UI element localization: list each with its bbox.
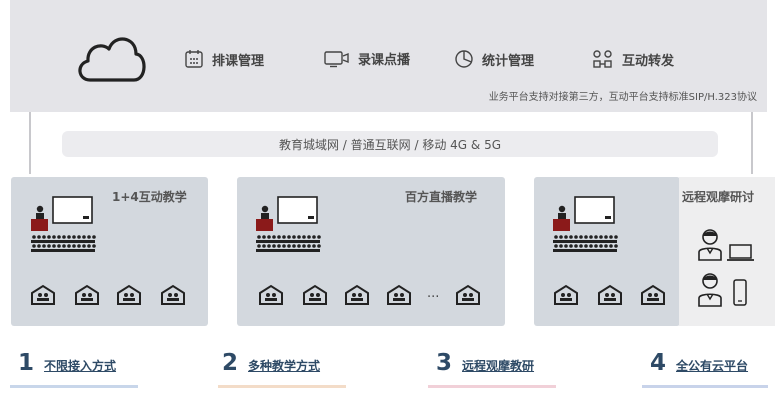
service-statistics: 统计管理 — [454, 49, 534, 69]
classroom-icon — [31, 196, 96, 252]
cloud-icon — [78, 37, 146, 82]
classroom-icon — [256, 196, 321, 252]
share-nodes-icon — [593, 50, 612, 68]
remote-classroom-icon — [554, 284, 578, 305]
panel-title: 远程观摩研讨 — [682, 190, 755, 204]
feature-remote-observation: 3 远程观摩教研 — [436, 352, 534, 375]
person-phone-icon — [698, 273, 747, 307]
service-label: 录课点播 — [358, 53, 411, 68]
remote-classroom-icon — [345, 284, 369, 305]
feature-label: 远程观摩教研 — [462, 359, 535, 373]
service-recording-vod: 录课点播 — [324, 49, 410, 68]
more-classrooms-ellipsis: ... — [427, 286, 440, 301]
calendar-icon — [185, 50, 203, 68]
remote-classroom-icon — [598, 284, 622, 305]
feature-unlimited-access: 1 不限接入方式 — [18, 352, 116, 375]
cloud-platform-band — [10, 0, 767, 112]
remote-classroom-icon — [641, 284, 665, 305]
feature-underline — [218, 385, 346, 388]
platform-note: 业务平台支持对接第三方，互动平台支持标准SIP/H.323协议 — [488, 92, 757, 103]
feature-number: 3 — [436, 350, 453, 376]
feature-label: 多种教学方式 — [248, 359, 321, 373]
service-interactive-forward: 互动转发 — [592, 49, 674, 69]
feature-public-cloud: 4 全公有云平台 — [650, 352, 748, 375]
feature-number: 1 — [18, 350, 35, 376]
remote-classroom-icon — [75, 284, 99, 305]
remote-classroom-icon — [456, 284, 480, 305]
pie-chart-icon — [455, 50, 473, 68]
connector-line-left — [29, 112, 31, 174]
feature-teaching-modes: 2 多种教学方式 — [222, 352, 320, 375]
service-label: 统计管理 — [482, 53, 535, 69]
person-laptop-icon — [698, 229, 754, 261]
remote-classroom-icon — [117, 284, 141, 305]
feature-label: 不限接入方式 — [44, 359, 117, 373]
classroom-icon — [553, 196, 618, 252]
network-label: 教育城域网 / 普通互联网 / 移动 4G & 5G — [278, 137, 501, 152]
panel-remote-observation-side — [679, 177, 775, 326]
feature-number: 2 — [222, 350, 239, 376]
feature-number: 4 — [650, 350, 667, 376]
panel-title: 百方直播教学 — [405, 190, 478, 204]
feature-underline — [10, 385, 138, 388]
remote-classroom-icon — [303, 284, 327, 305]
feature-underline — [428, 385, 556, 388]
panel-title: 1+4互动教学 — [112, 190, 187, 204]
service-label: 互动转发 — [622, 53, 675, 69]
service-label: 排课管理 — [212, 53, 265, 69]
remote-classroom-icon — [31, 284, 55, 305]
remote-classroom-icon — [387, 284, 411, 305]
monitor-icon — [324, 50, 349, 67]
connector-line-right — [751, 112, 753, 174]
service-schedule-management: 排课管理 — [184, 49, 264, 69]
feature-label: 全公有云平台 — [676, 359, 749, 373]
remote-classroom-icon — [259, 284, 283, 305]
feature-underline — [642, 385, 768, 388]
network-bar: 教育城域网 / 普通互联网 / 移动 4G & 5G — [62, 131, 718, 157]
remote-classroom-icon — [161, 284, 185, 305]
